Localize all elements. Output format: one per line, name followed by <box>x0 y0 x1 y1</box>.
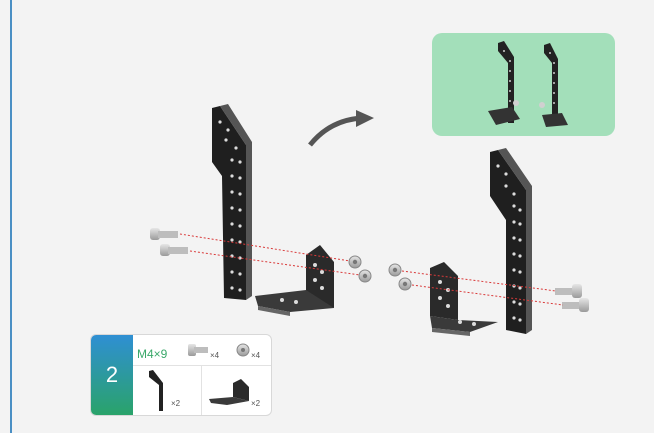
nut-icon <box>348 255 372 283</box>
screw-icon <box>555 284 589 312</box>
angle-bracket-icon <box>430 262 498 336</box>
parts-divider-horizontal <box>133 365 271 366</box>
screw-icon <box>150 228 188 256</box>
long-bracket-icon <box>149 370 163 411</box>
long-bracket-icon <box>212 104 252 300</box>
screw-icon <box>188 344 208 356</box>
curved-arrow-icon <box>308 110 374 147</box>
left-margin-rule <box>10 0 12 433</box>
nut-icon <box>236 343 250 357</box>
nut-icon <box>388 263 412 291</box>
screw-quantity: ×4 <box>210 351 220 360</box>
angle-bracket-quantity: ×2 <box>251 399 261 408</box>
long-bracket-icon <box>490 148 532 334</box>
guide-lines-left <box>179 233 361 276</box>
parts-list: 2 M4×9 ×4 ×4 ×2 ×2 <box>90 334 272 416</box>
angle-bracket-icon <box>209 379 249 405</box>
guide-lines-right <box>401 270 564 306</box>
parts-divider-vertical <box>201 365 202 415</box>
finished-brackets-icon <box>488 41 568 127</box>
step-number-badge: 2 <box>91 335 133 415</box>
angle-bracket-icon <box>255 245 334 316</box>
long-bracket-quantity: ×2 <box>171 399 181 408</box>
step-number: 2 <box>105 362 119 387</box>
nut-quantity: ×4 <box>251 351 261 360</box>
screw-size-label: M4×9 <box>137 347 168 361</box>
parts-icons <box>149 343 250 411</box>
result-preview <box>432 33 615 136</box>
